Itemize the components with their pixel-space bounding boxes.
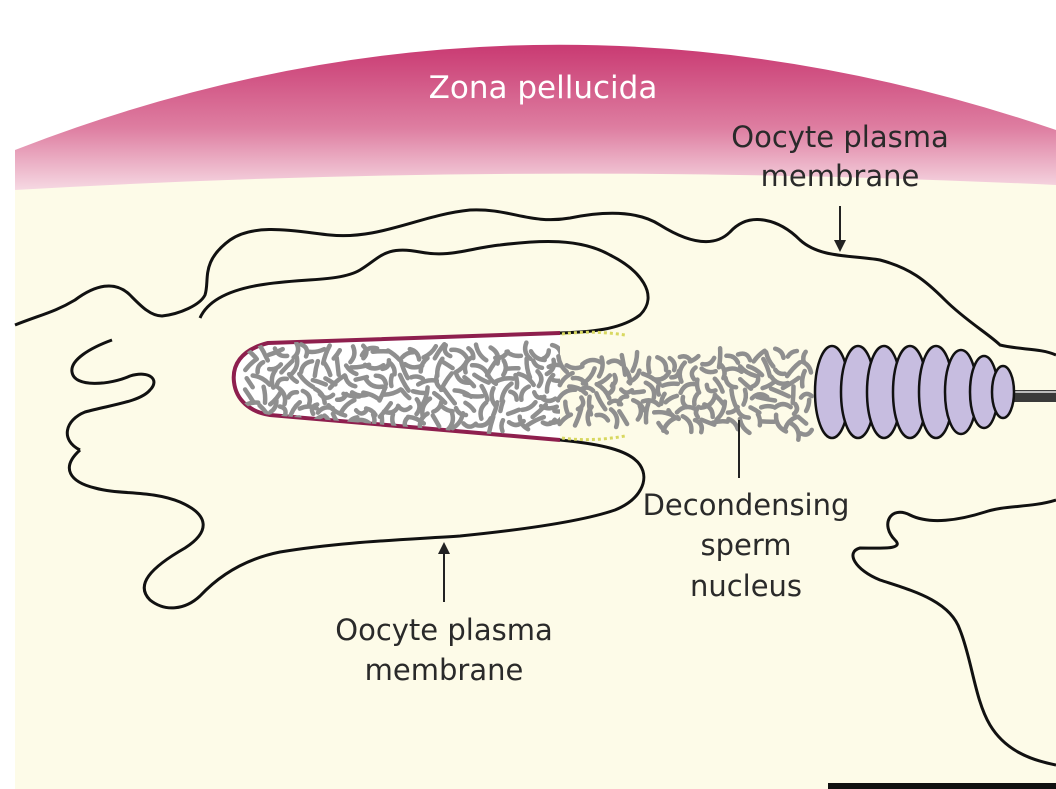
chromatin-strand	[411, 377, 423, 379]
chromatin-strand	[658, 384, 660, 395]
chromatin-strand	[713, 421, 728, 422]
mitochondrial-sheath	[815, 346, 1014, 438]
chromatin-strand	[337, 358, 339, 375]
chromatin-strand	[391, 375, 392, 386]
mitochondrion	[992, 366, 1014, 418]
membrane-bottom-label-line2: membrane	[365, 653, 524, 687]
zona-pellucida-label: Zona pellucida	[429, 70, 658, 106]
chromatin-strand	[413, 391, 425, 393]
chromatin-strand	[264, 387, 266, 403]
chromatin-strand	[648, 358, 649, 373]
chromatin-strand	[697, 380, 699, 393]
chromatin-strand	[663, 384, 678, 386]
membrane-bottom-label-line1: Oocyte plasma	[335, 613, 552, 647]
chromatin-strand	[541, 406, 557, 408]
chromatin-strand	[500, 401, 503, 411]
chromatin-strand	[646, 403, 649, 423]
chromatin-strand	[793, 387, 794, 404]
nucleus-label-line3: nucleus	[690, 569, 802, 603]
membrane-top-label-line2: membrane	[761, 159, 920, 193]
nucleus-label-line2: sperm	[700, 528, 791, 562]
chromatin-strand	[501, 420, 503, 431]
chromatin-strand	[802, 371, 805, 386]
chromatin-strand	[744, 390, 746, 405]
chromatin-strand	[465, 395, 483, 397]
chromatin-strand	[565, 402, 567, 413]
chromatin-strand	[633, 391, 644, 392]
chromatin-strand	[516, 375, 518, 387]
chromatin-strand	[761, 406, 772, 407]
membrane-top-label-line1: Oocyte plasma	[731, 120, 948, 154]
chromatin-strand	[506, 368, 518, 369]
bottom-bar	[828, 783, 1056, 789]
nucleus-label-line1: Decondensing	[643, 488, 850, 522]
chromatin-strand	[696, 407, 699, 417]
